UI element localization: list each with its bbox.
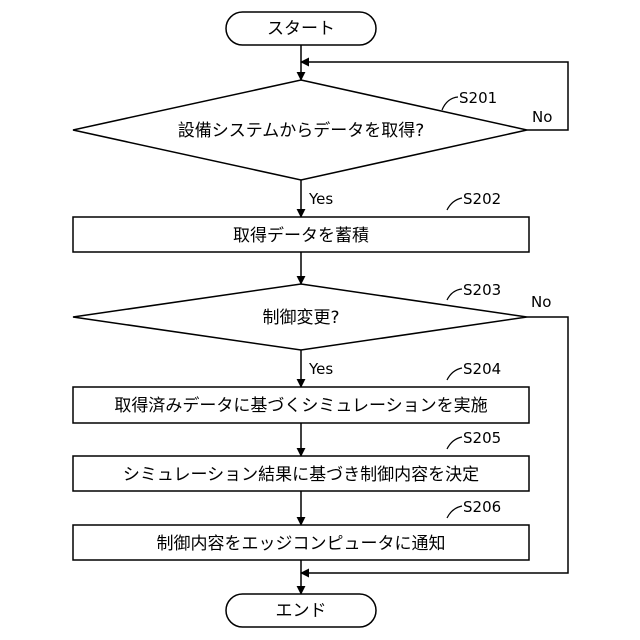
s201-step-id: S201 bbox=[459, 89, 497, 107]
s206-label: 制御内容をエッジコンピュータに通知 bbox=[157, 534, 446, 554]
s206-leader bbox=[447, 506, 462, 518]
process-s206: 制御内容をエッジコンピュータに通知 bbox=[73, 525, 529, 560]
s201-leader bbox=[442, 97, 458, 110]
start-label: スタート bbox=[267, 19, 335, 39]
s205-label: シミュレーション結果に基づき制御内容を決定 bbox=[123, 465, 479, 485]
process-s204: 取得済みデータに基づくシミュレーションを実施 bbox=[73, 387, 529, 423]
s203-no-label: No bbox=[531, 293, 551, 311]
s201-no-label: No bbox=[532, 108, 552, 126]
s206-step-id: S206 bbox=[463, 498, 501, 516]
s204-label: 取得済みデータに基づくシミュレーションを実施 bbox=[114, 395, 487, 416]
s203-step-id: S203 bbox=[463, 281, 501, 299]
decision-s203: 制御変更? bbox=[73, 284, 527, 350]
s203-yes-label: Yes bbox=[308, 360, 333, 378]
s205-leader bbox=[447, 437, 462, 449]
s201-label: 設備システムからデータを取得? bbox=[178, 120, 425, 141]
s205-step-id: S205 bbox=[463, 429, 501, 447]
end-terminal: エンド bbox=[226, 594, 376, 627]
s202-label: 取得データを蓄積 bbox=[233, 225, 369, 246]
s203-leader bbox=[447, 289, 462, 300]
s201-yes-label: Yes bbox=[308, 190, 333, 208]
s204-leader bbox=[447, 368, 462, 380]
s202-leader bbox=[447, 198, 462, 210]
s202-step-id: S202 bbox=[463, 190, 501, 208]
s204-step-id: S204 bbox=[463, 360, 501, 378]
start-terminal: スタート bbox=[226, 12, 376, 45]
s203-label: 制御変更? bbox=[262, 308, 339, 328]
process-s205: シミュレーション結果に基づき制御内容を決定 bbox=[73, 456, 529, 491]
end-label: エンド bbox=[276, 601, 327, 621]
process-s202: 取得データを蓄積 bbox=[73, 217, 529, 252]
